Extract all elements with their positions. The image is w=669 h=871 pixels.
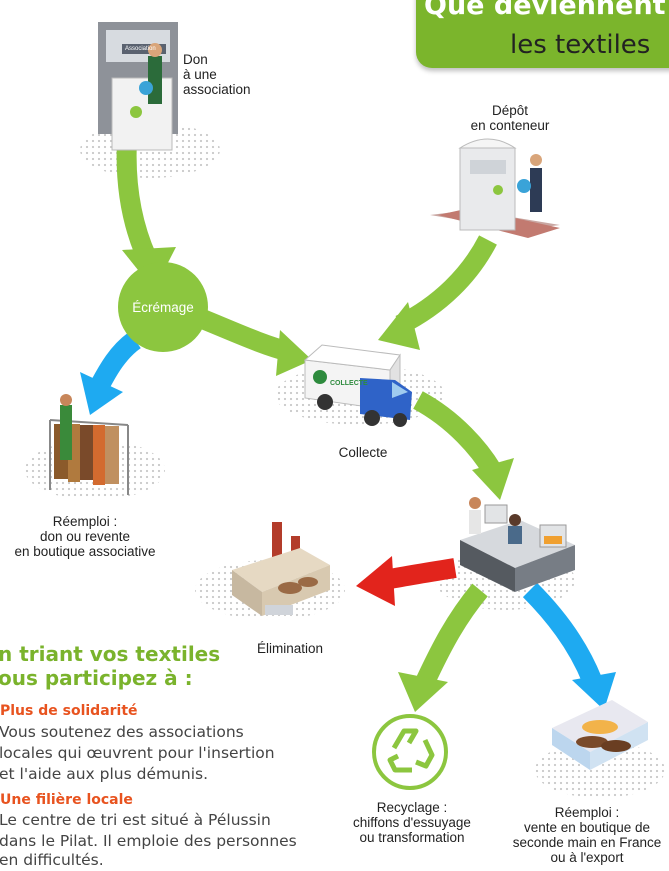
label-reemploi-associatif: Réemploi : don ou revente en boutique as…: [14, 514, 156, 559]
benefit-2-line-3: en difficultés.: [0, 851, 104, 869]
folded-clothes-illustration: [552, 700, 648, 770]
arrow-collecte-to-sorting: [413, 391, 514, 500]
benefit-2-line-1: Le centre de tri est situé à Pélussin: [0, 811, 271, 829]
collection-truck-illustration: [303, 344, 412, 427]
label-ecremage: Écrémage: [132, 300, 194, 315]
factory-illustration: [232, 522, 330, 616]
benefit-1-heading: Plus de solidarité: [0, 703, 138, 719]
recycling-symbol-illustration: [372, 714, 448, 790]
title-line-1: Que deviennent: [424, 0, 666, 21]
title-line-2: les textiles: [510, 30, 651, 60]
label-depot: Dépôt en conteneur: [470, 103, 550, 133]
association-sign: Association: [125, 46, 156, 52]
label-elimination: Élimination: [256, 641, 324, 656]
ground-shadow-export: [535, 742, 665, 798]
benefit-1-line-2: locales qui œuvrent pour l'insertion: [0, 744, 275, 762]
arrow-sorting-to-export: [522, 582, 616, 710]
ecremage-node: [118, 262, 208, 352]
benefits-headline-line-1: n triant vos textiles: [0, 642, 221, 666]
benefit-2-heading: Une filière locale: [0, 792, 133, 808]
arrow-sorting-to-recyclage: [398, 583, 488, 712]
association-container-illustration: [98, 22, 178, 151]
arrow-sorting-to-elimination: [356, 556, 457, 606]
label-recyclage: Recyclage : chiffons d'essuyage ou trans…: [353, 800, 471, 845]
title-banner: [416, 0, 669, 68]
benefits-headline-line-2: ous participez à :: [0, 666, 193, 690]
benefit-2-line-2: dans le Pilat. Il emploie des personnes: [0, 832, 297, 850]
benefit-1-line-1: Vous soutenez des associations: [0, 723, 244, 741]
arrow-ecremage-to-reemploi: [80, 331, 142, 415]
label-collecte: Collecte: [338, 445, 388, 460]
depot-container-illustration: [430, 138, 560, 238]
label-don: Don à une association: [183, 52, 251, 97]
label-reemploi-export: Réemploi : vente en boutique de seconde …: [512, 805, 662, 865]
sorting-center-illustration: [460, 497, 575, 592]
benefit-1-line-3: et l'aide aux plus démunis.: [0, 765, 209, 783]
truck-label: COLLECTE: [330, 380, 368, 387]
clothes-rack-illustration: [49, 394, 129, 495]
arrow-depot-to-collecte: [378, 235, 497, 350]
arrow-ecremage-to-collecte: [196, 308, 312, 376]
